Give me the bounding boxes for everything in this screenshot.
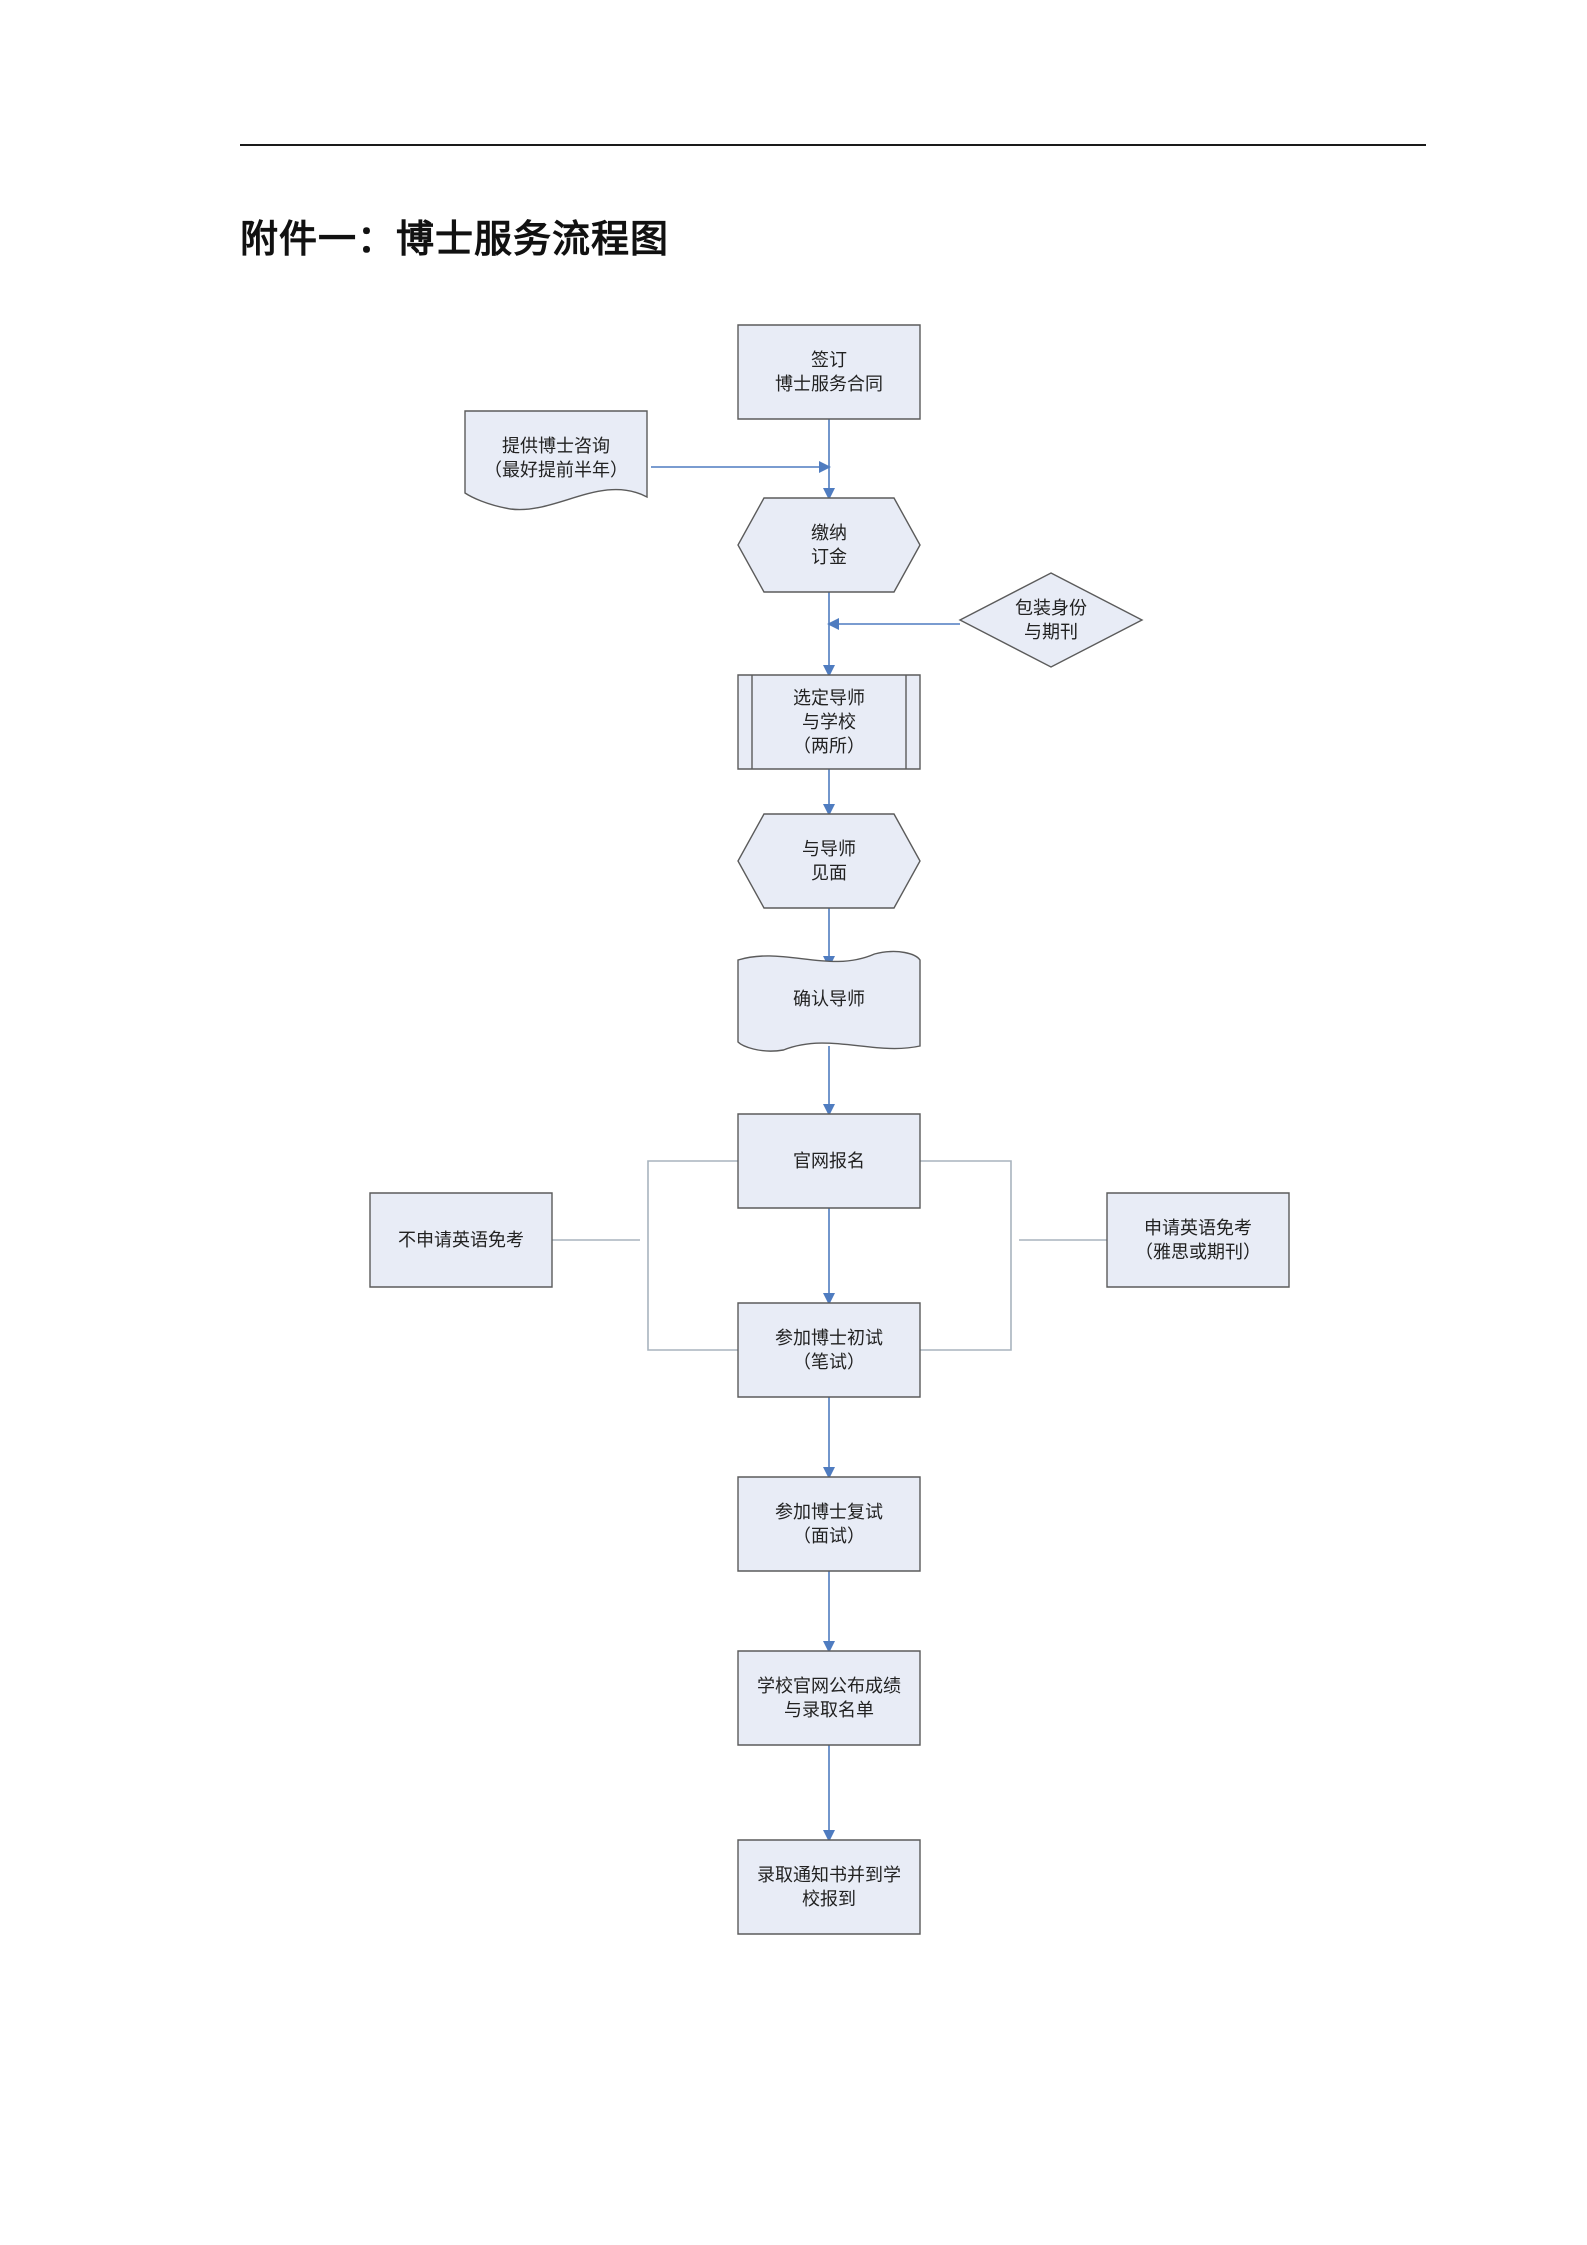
- node-label: 参加博士初试: [775, 1328, 883, 1349]
- node-confirm: 确认导师: [737, 950, 921, 1052]
- node-shape: [737, 1476, 921, 1572]
- node-label: 学校官网公布成绩: [757, 1676, 901, 1697]
- node-label: 选定导师: [793, 688, 865, 709]
- node-label: （面试）: [793, 1526, 865, 1547]
- node-shape: [958, 572, 1144, 668]
- node-label: 参加博士复试: [775, 1502, 883, 1523]
- node-shape: [737, 1113, 921, 1209]
- node-shape: [737, 674, 921, 770]
- node-label: 校报到: [802, 1889, 856, 1910]
- node-shape: [1106, 1192, 1290, 1288]
- node-label: （两所）: [793, 736, 865, 757]
- node-shape: [464, 410, 648, 511]
- node-shape: [737, 497, 921, 593]
- node-shape: [737, 1650, 921, 1746]
- node-label: 申请英语免考: [1144, 1218, 1252, 1239]
- header-rule: [240, 144, 1426, 146]
- node-label: 博士服务合同: [775, 374, 883, 395]
- node-label: 录取通知书并到学: [757, 1865, 901, 1886]
- node-register: 官网报名: [737, 1113, 921, 1209]
- node-label: 见面: [811, 863, 847, 884]
- node-label: （笔试）: [793, 1352, 865, 1373]
- node-label: 订金: [811, 547, 847, 568]
- page-title: 附件一：博士服务流程图: [240, 217, 670, 261]
- branch-left-bracket: [647, 1160, 738, 1351]
- node-interview: 参加博士复试 （面试）: [737, 1476, 921, 1572]
- node-exempt: 申请英语免考 （雅思或期刊）: [1106, 1192, 1290, 1288]
- branch-right-bracket: [920, 1160, 1012, 1351]
- node-label: 与期刊: [1024, 622, 1078, 643]
- node-shape: [737, 324, 921, 420]
- node-label: 确认导师: [793, 989, 865, 1010]
- node-written: 参加博士初试 （笔试）: [737, 1302, 921, 1398]
- node-label: 包装身份: [1015, 598, 1087, 619]
- node-label: 官网报名: [793, 1151, 865, 1172]
- node-label: 与学校: [802, 712, 856, 733]
- node-consult: 提供博士咨询 （最好提前半年）: [464, 410, 648, 511]
- node-label: 签订: [811, 350, 847, 371]
- node-label: （雅思或期刊）: [1135, 1242, 1261, 1263]
- node-label: 不申请英语免考: [398, 1230, 524, 1251]
- node-label: 提供博士咨询: [502, 436, 610, 457]
- node-shape: [737, 950, 921, 1052]
- node-shape: [737, 1302, 921, 1398]
- node-shape: [737, 813, 921, 909]
- node-no-exempt: 不申请英语免考: [369, 1192, 553, 1288]
- node-label: 与录取名单: [784, 1700, 874, 1721]
- node-label: （最好提前半年）: [484, 460, 628, 481]
- node-shape: [737, 1839, 921, 1935]
- node-label: 与导师: [802, 839, 856, 860]
- node-shape: [369, 1192, 553, 1288]
- node-label: 缴纳: [811, 523, 847, 544]
